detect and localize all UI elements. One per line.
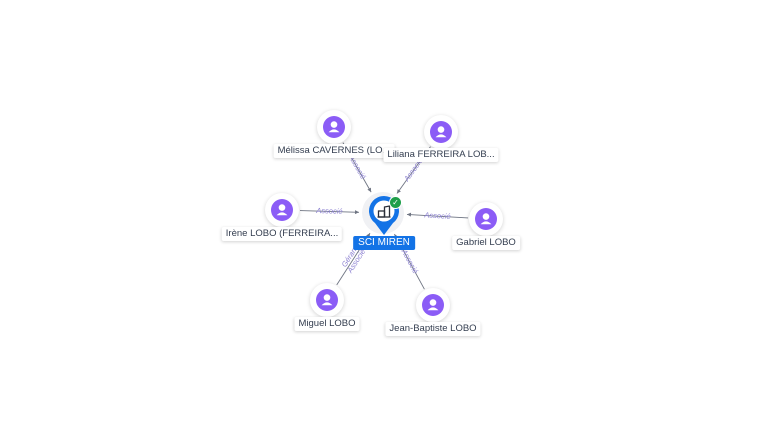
person-node-halo	[424, 115, 458, 149]
person-label-gabriel[interactable]: Gabriel LOBO	[452, 236, 520, 250]
relation-edge-irene	[299, 210, 360, 213]
person-icon	[316, 289, 338, 311]
person-icon	[430, 121, 452, 143]
relation-label: Associé	[315, 206, 343, 216]
relation-edge-gabriel	[406, 213, 469, 219]
relation-label: Associé	[423, 210, 451, 221]
person-node-halo	[469, 202, 503, 236]
arrow-head-icon	[354, 210, 360, 215]
person-node-halo	[317, 110, 351, 144]
company-label[interactable]: SCI MIREN	[353, 236, 415, 250]
person-icon	[475, 208, 497, 230]
person-label-jean-baptiste[interactable]: Jean-Baptiste LOBO	[385, 322, 481, 336]
person-node-halo	[416, 288, 450, 322]
person-node-halo	[265, 193, 299, 227]
person-icon	[422, 294, 444, 316]
person-node-halo	[310, 283, 344, 317]
relation-label: Associé	[399, 247, 420, 275]
building-icon	[377, 205, 391, 218]
person-icon	[323, 116, 345, 138]
person-icon	[271, 199, 293, 221]
arrow-head-icon	[367, 187, 372, 193]
arrow-head-icon	[406, 212, 412, 217]
person-label-liliana[interactable]: Liliana FERREIRA LOB...	[383, 148, 499, 162]
person-label-irene[interactable]: Irène LOBO (FERREIRA...	[221, 227, 343, 241]
person-label-miguel[interactable]: Miguel LOBO	[294, 317, 360, 331]
person-label-melissa[interactable]: Mélissa CAVERNES (LO...	[273, 144, 395, 158]
arrow-head-icon	[396, 189, 401, 194]
verified-check-icon: ✓	[389, 196, 402, 209]
